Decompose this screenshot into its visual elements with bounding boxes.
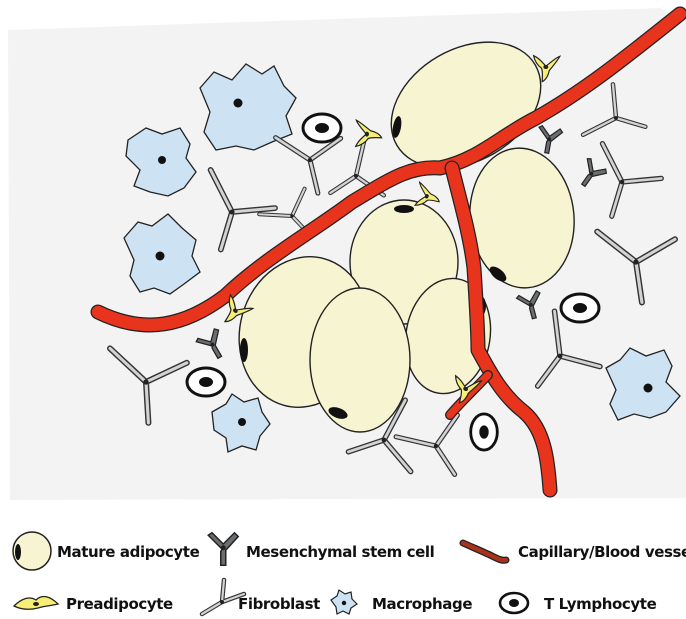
- mesenchymal-stem-cell-icon: [208, 533, 238, 566]
- mature-adipocyte-icon: [13, 532, 51, 570]
- legend-label-t-lymphocyte: T Lymphocyte: [544, 595, 657, 613]
- legend-label-mature-adipocyte: Mature adipocyte: [57, 543, 200, 561]
- t-lymphocyte: [561, 294, 599, 322]
- legend-label-fibroblast: Fibroblast: [238, 595, 320, 613]
- legend: Mature adipocyte Mesenchymal stem cell C…: [0, 510, 686, 619]
- adipose-tissue-diagram: [0, 0, 686, 510]
- macrophage-icon: [331, 590, 357, 614]
- t-lymphocyte: [471, 414, 498, 450]
- t-lymphocyte: [187, 368, 225, 396]
- t-lymphocyte: [303, 114, 341, 142]
- legend-label-macrophage: Macrophage: [372, 595, 472, 613]
- t-lymphocyte-icon: [500, 593, 528, 613]
- macrophage: [126, 128, 196, 196]
- legend-label-mesenchymal-stem-cell: Mesenchymal stem cell: [246, 543, 434, 561]
- legend-label-capillary: Capillary/Blood vessel: [518, 543, 686, 561]
- legend-label-preadipocyte: Preadipocyte: [66, 595, 173, 613]
- preadipocyte-icon: [14, 597, 58, 610]
- mature-adipocyte: [310, 288, 410, 432]
- capillary-icon: [463, 543, 506, 560]
